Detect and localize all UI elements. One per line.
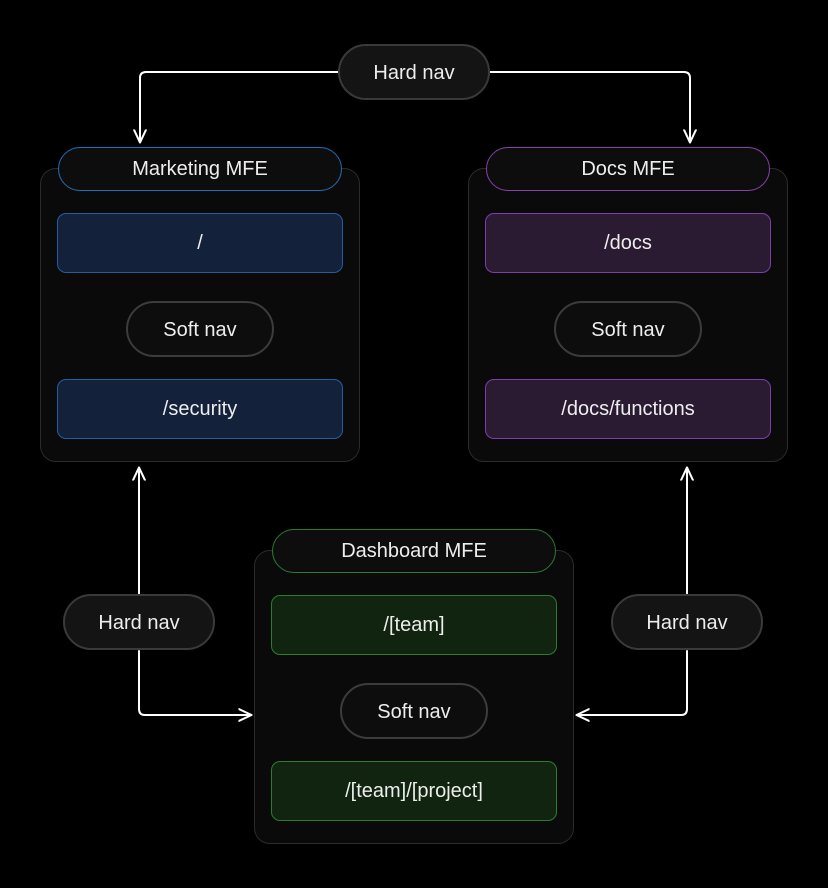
- mfe-title-docs: Docs MFE: [486, 147, 770, 191]
- soft-nav-pill-marketing[interactable]: Soft nav: [126, 301, 274, 357]
- route-node-marketing-root[interactable]: /: [57, 213, 343, 273]
- hard-nav-pill-top[interactable]: Hard nav: [338, 44, 490, 100]
- mfe-title-dashboard: Dashboard MFE: [272, 529, 556, 573]
- soft-nav-pill-dashboard[interactable]: Soft nav: [340, 683, 488, 739]
- route-node-docs-functions[interactable]: /docs/functions: [485, 379, 771, 439]
- mfe-title-marketing: Marketing MFE: [58, 147, 342, 191]
- edge-top-hardnav-to-marketing: [140, 71, 339, 142]
- soft-nav-pill-docs[interactable]: Soft nav: [554, 301, 702, 357]
- mfe-group-docs[interactable]: Docs MFE /docs Soft nav /docs/functions: [468, 147, 788, 462]
- route-node-marketing-security[interactable]: /security: [57, 379, 343, 439]
- edge-right-hardnav-to-dashboard: [577, 650, 688, 715]
- route-node-docs[interactable]: /docs: [485, 213, 771, 273]
- route-node-team-project[interactable]: /[team]/[project]: [271, 761, 557, 821]
- mfe-group-marketing[interactable]: Marketing MFE / Soft nav /security: [40, 147, 360, 462]
- edge-top-hardnav-to-docs: [489, 71, 690, 142]
- hard-nav-pill-right[interactable]: Hard nav: [611, 594, 763, 650]
- mfe-group-dashboard[interactable]: Dashboard MFE /[team] Soft nav /[team]/[…: [254, 529, 574, 844]
- route-node-team[interactable]: /[team]: [271, 595, 557, 655]
- edge-left-hardnav-to-dashboard: [138, 650, 251, 715]
- hard-nav-pill-left[interactable]: Hard nav: [63, 594, 215, 650]
